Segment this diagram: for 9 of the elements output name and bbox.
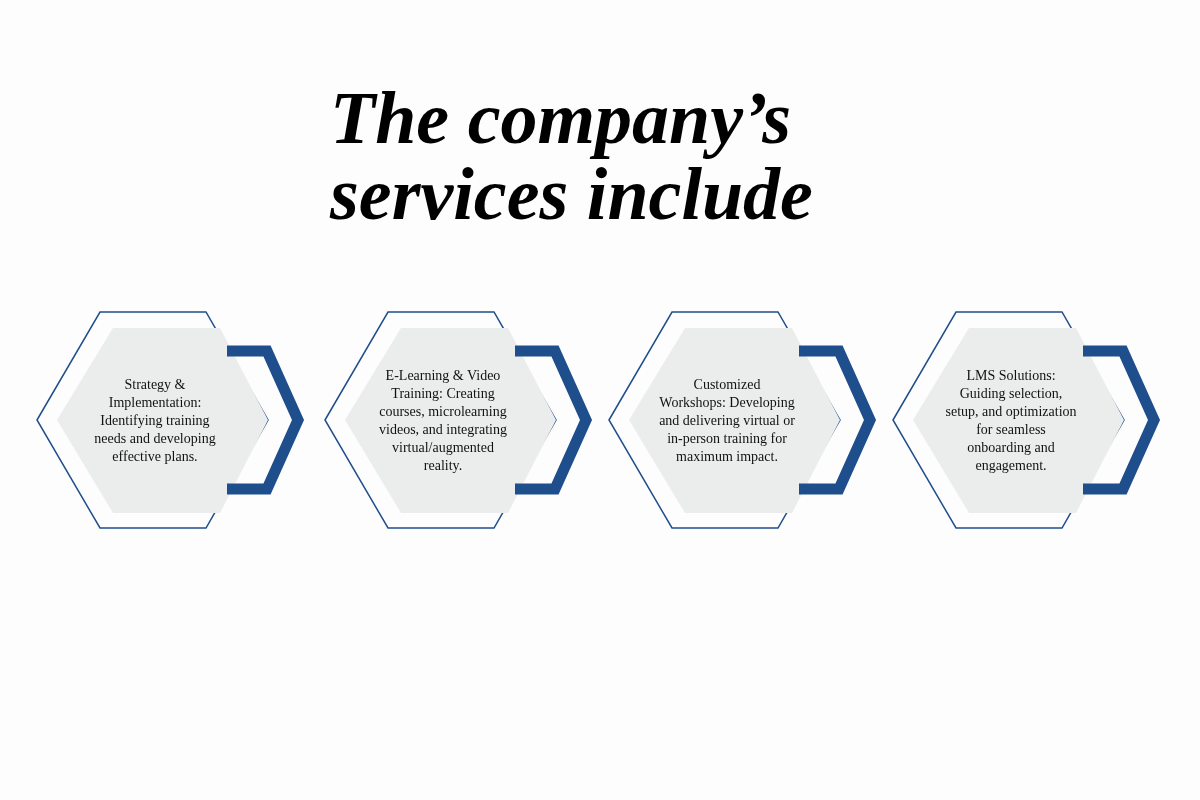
hexagon-card [325,311,595,529]
hexagon-card [37,311,307,529]
service-description: Customized Workshops: Developing and delivering virtual or in-person training for maximum impact. [659,376,795,466]
title: The company’s services include [330,80,814,232]
service-description: LMS Solutions: Guiding selection, setup, and optimization for seamless onboarding and engagement. [944,367,1078,475]
service-description: Strategy & Implementation: Identifying training needs and developing effective plans. [93,376,217,466]
hexagon-card [609,311,879,529]
hexagon-card [893,311,1163,529]
service-description: E-Learning & Video Training: Creating courses, microlearning videos, and integrating virtual/augmented reality. [378,367,508,475]
